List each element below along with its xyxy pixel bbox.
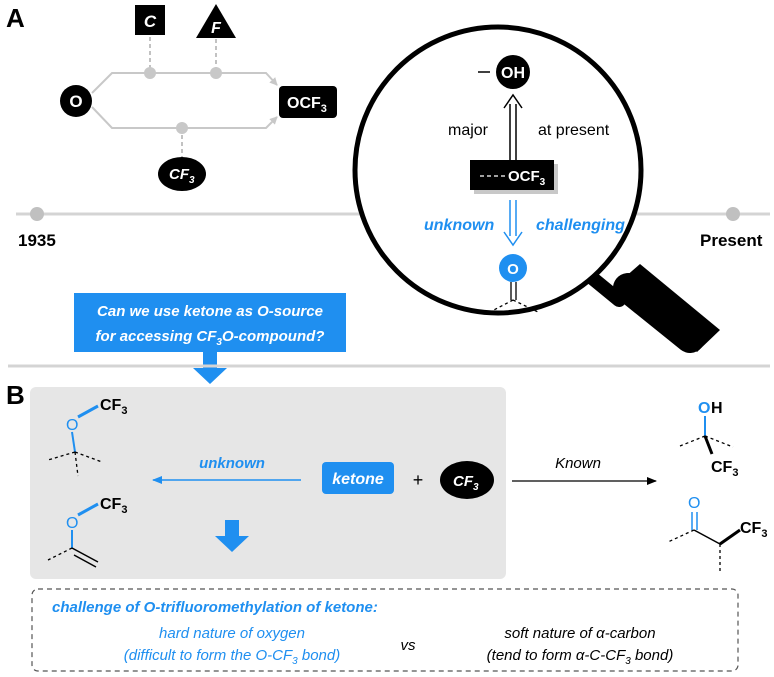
hard-nature-line2: (difficult to form the O-CF3 bond) bbox=[124, 647, 340, 667]
cf3-ellipse-node bbox=[158, 157, 206, 191]
product-1-cf3: CF3 bbox=[100, 397, 127, 417]
plus-sign: + bbox=[413, 470, 424, 490]
major-label: major bbox=[448, 122, 489, 139]
o-circle-node bbox=[60, 85, 92, 117]
connector-dashes bbox=[149, 30, 217, 162]
f-node-label: F bbox=[211, 20, 222, 37]
product-2-structure bbox=[47, 502, 99, 568]
product-2-cf3: CF3 bbox=[100, 496, 127, 516]
cf3-reagent-label: CF3 bbox=[453, 473, 479, 493]
challenging-label: challenging bbox=[536, 217, 625, 234]
o-blue-node bbox=[499, 254, 527, 282]
ocf3-node-label: OCF3 bbox=[287, 95, 327, 115]
panel-a-label: A bbox=[6, 3, 25, 33]
right-product-1-cf3: CF3 bbox=[711, 459, 738, 479]
cf3-reagent bbox=[440, 461, 494, 499]
magnifier-handle bbox=[573, 261, 720, 353]
unknown-open-arrow bbox=[503, 200, 523, 247]
timeline-end-dot bbox=[726, 207, 740, 221]
vs-label: vs bbox=[401, 637, 417, 654]
right-product-2-cf3: CF3 bbox=[740, 520, 767, 540]
pathway-lines bbox=[91, 72, 278, 129]
c-square-node bbox=[135, 5, 165, 35]
panel-b-label: B bbox=[6, 380, 25, 410]
question-down-arrow bbox=[193, 352, 227, 384]
o-blue-node-label: O bbox=[507, 261, 519, 278]
product-1-structure bbox=[47, 404, 103, 477]
unknown-label: unknown bbox=[424, 217, 494, 234]
o-node-label: O bbox=[69, 92, 82, 111]
challenge-box bbox=[31, 588, 739, 672]
timeline-start-dot bbox=[30, 207, 44, 221]
oh-node-label: OH bbox=[501, 65, 525, 82]
question-box bbox=[74, 293, 346, 352]
cf3-node-label: CF3 bbox=[169, 166, 195, 186]
ketone-box bbox=[322, 462, 394, 494]
right-product-2-structure bbox=[667, 512, 741, 572]
oh-node bbox=[496, 55, 530, 89]
panel-down-arrow bbox=[215, 520, 249, 552]
at-present-label: at present bbox=[538, 122, 610, 139]
soft-nature-line1: soft nature of α-carbon bbox=[504, 625, 655, 642]
f-triangle-node bbox=[196, 4, 236, 38]
ocf3-center-node bbox=[470, 160, 554, 190]
node-dot bbox=[210, 67, 222, 79]
major-open-arrow bbox=[503, 93, 523, 163]
hard-nature-line1: hard nature of oxygen bbox=[159, 625, 305, 642]
right-product-1-h: H bbox=[711, 400, 723, 417]
node-dot bbox=[176, 122, 188, 134]
right-product-2-o: O bbox=[688, 495, 700, 512]
ketone-label: ketone bbox=[332, 471, 384, 488]
challenge-title: challenge of O-trifluoromethylation of k… bbox=[52, 599, 378, 616]
c-node-label: C bbox=[144, 12, 157, 31]
timeline-start-label: 1935 bbox=[18, 231, 56, 250]
question-line1: Can we use ketone as O-source bbox=[97, 303, 323, 320]
ocf3-node bbox=[279, 86, 337, 118]
ketone-skeleton bbox=[489, 282, 539, 313]
node-dot bbox=[144, 67, 156, 79]
product-1-o: O bbox=[66, 417, 78, 434]
ocf3-center-label: OCF3 bbox=[508, 168, 546, 188]
unknown-arrow-label: unknown bbox=[199, 455, 265, 472]
right-product-1-structure bbox=[679, 416, 734, 455]
timeline-end-label: Present bbox=[700, 231, 763, 250]
question-line2: for accessing CF3O-compound? bbox=[96, 328, 325, 348]
soft-nature-line2: (tend to form α-C-CF3 bond) bbox=[487, 647, 674, 667]
known-arrow-label: Known bbox=[555, 455, 601, 472]
right-product-1-o: O bbox=[698, 400, 710, 417]
unknown-products-panel bbox=[30, 387, 506, 579]
product-2-o: O bbox=[66, 515, 78, 532]
